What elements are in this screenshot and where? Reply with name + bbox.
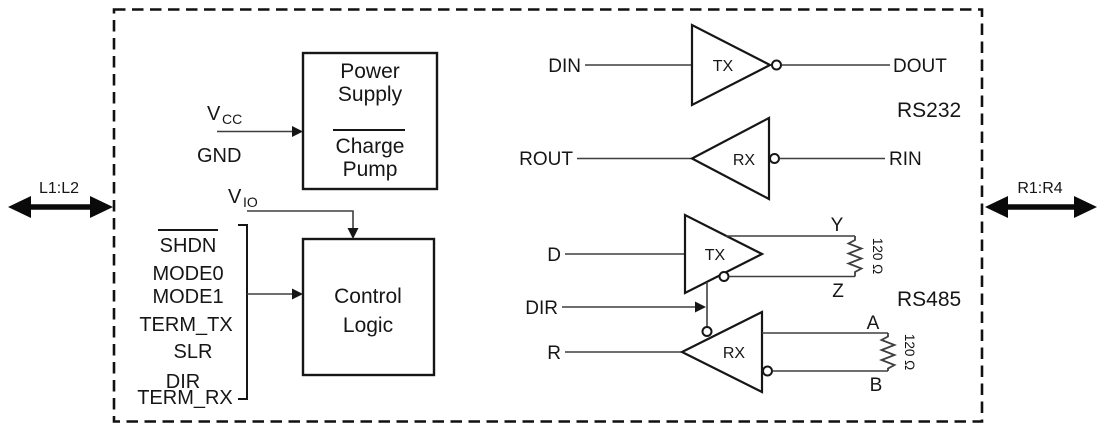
control-logic-title-2: Logic (343, 314, 393, 337)
pin-label-slr: SLR (174, 341, 213, 363)
charge-pump-title-1: Charge (336, 135, 405, 158)
rs232-rx-triangle (689, 116, 771, 201)
pin-label-mode1: MODE1 (152, 286, 223, 308)
l1l2-label: L1:L2 (39, 180, 79, 197)
dir-arrowhead-icon (695, 301, 706, 313)
bracket-arrowhead-icon (292, 288, 303, 300)
rs485-rx-bubble-icon (762, 365, 773, 377)
rin-label: RIN (889, 149, 922, 170)
vio-arrowhead-icon (347, 228, 359, 239)
rs485-rx-enable-bubble-icon (701, 326, 713, 337)
control-logic-block: Control Logic (301, 237, 436, 377)
rs232-receiver: ROUT RX RIN (519, 116, 922, 201)
pin-label-mode0: MODE0 (152, 263, 223, 285)
termination-resistor-yz-icon (845, 236, 865, 277)
right-bus-arrowhead-right-icon (1074, 196, 1097, 218)
dir-label: DIR (525, 298, 558, 319)
vio-pin-label: V (228, 186, 242, 208)
charge-pump-title-2: Pump (343, 158, 398, 181)
vcc-arrowhead-icon (292, 126, 303, 137)
rs485-receiver: R RX A B 120 Ω RS485 (547, 288, 961, 396)
pin-label-term-rx: TERM_RX (137, 387, 233, 409)
rs485-driver: D TX Y Z 120 Ω (547, 213, 885, 302)
rs232-driver: DIN TX DOUT RS232 (548, 23, 961, 122)
supply-pins: V CC GND V IO (197, 103, 359, 239)
left-bus-arrowhead-left-icon (8, 196, 31, 218)
rs485-rx-gate-label: RX (723, 345, 746, 362)
control-logic-title-1: Control (334, 285, 402, 308)
r-label: R (547, 343, 561, 364)
rs232-tx-triangle (690, 23, 773, 107)
power-supply-title-1: Power (340, 60, 400, 83)
din-label: DIN (548, 56, 581, 77)
vio-wire (247, 210, 354, 230)
power-supply-title-2: Supply (338, 83, 403, 106)
rs232-rx-bubble-icon (769, 153, 780, 164)
b-label: B (870, 375, 883, 396)
vcc-pin-subscript: CC (222, 111, 242, 127)
left-bus-port: L1:L2 (8, 180, 113, 218)
chip-boundary (112, 8, 984, 423)
rs232-tx-bubble-icon (771, 59, 782, 71)
rs485-direction-control: DIR (525, 282, 713, 337)
gnd-pin-label: GND (197, 145, 241, 167)
rout-label: ROUT (519, 149, 573, 170)
ab-termination-value: 120 Ω (902, 334, 917, 370)
rs232-tx-gate-label: TX (713, 58, 734, 75)
dout-label: DOUT (893, 56, 947, 77)
rs232-rx-gate-label: RX (733, 152, 756, 169)
rs485-tx-bubble-icon (718, 271, 730, 282)
termination-resistor-ab-icon (878, 333, 898, 371)
rs232-label: RS232 (897, 99, 961, 122)
control-pins: SHDN MODE0 MODE1 TERM_TX SLR DIR TERM_RX (137, 224, 303, 409)
control-logic-box (301, 237, 436, 377)
y-label: Y (831, 215, 844, 236)
z-label: Z (832, 281, 844, 302)
pin-label-term-tx: TERM_TX (139, 314, 232, 336)
power-supply-block: Power Supply Charge Pump (301, 51, 439, 191)
rs485-rx-triangle (679, 310, 764, 394)
pin-label-shdn: SHDN (160, 235, 217, 257)
left-bus-arrowhead-right-icon (90, 196, 113, 218)
r1r4-label: R1:R4 (1017, 180, 1062, 197)
a-label: A (867, 313, 880, 334)
vio-pin-subscript: IO (243, 194, 258, 210)
rs485-tx-gate-label: TX (705, 247, 726, 264)
pin-bracket (238, 224, 248, 400)
pin-label-dir: DIR (166, 371, 200, 393)
d-label: D (547, 245, 561, 266)
vcc-pin-label: V (207, 103, 221, 125)
rs485-label: RS485 (897, 288, 961, 311)
yz-termination-value: 120 Ω (870, 238, 885, 274)
right-bus-arrowhead-left-icon (985, 196, 1008, 218)
right-bus-port: R1:R4 (985, 180, 1097, 218)
power-supply-box (301, 51, 439, 191)
